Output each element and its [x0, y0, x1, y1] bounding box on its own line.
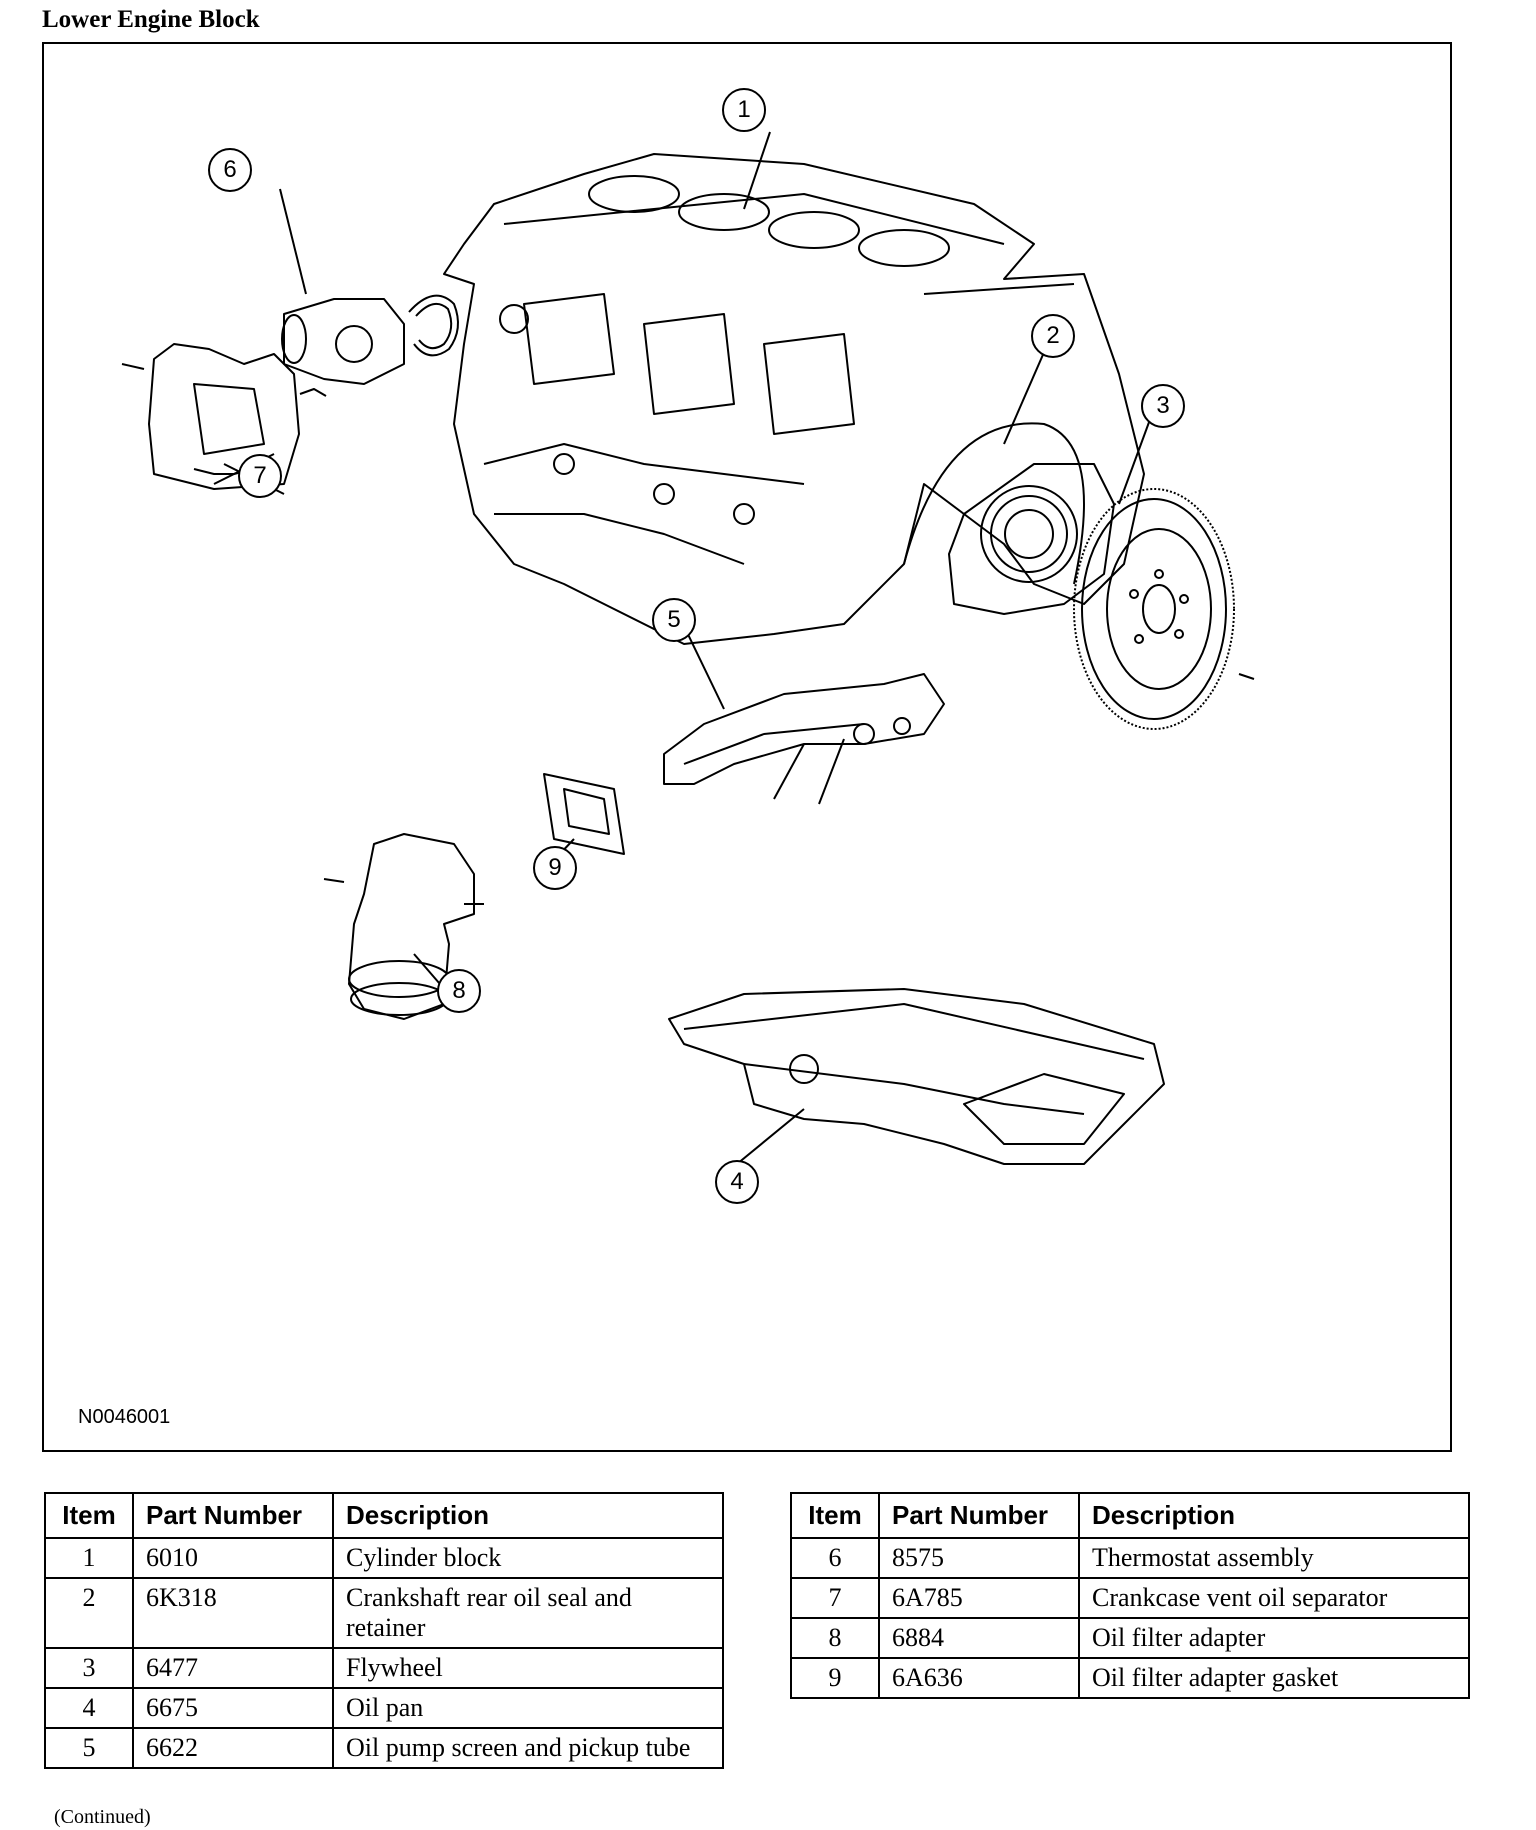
cell-item: 8	[790, 1617, 880, 1659]
table-row: 8 6884 Oil filter adapter	[790, 1617, 1470, 1659]
cell-description: Cylinder block	[332, 1537, 724, 1579]
pickup-tube-drawing	[663, 673, 945, 805]
cell-part-number: 6010	[132, 1537, 334, 1579]
cell-item: 1	[44, 1537, 134, 1579]
table-header-row: Item Part Number Description	[44, 1492, 724, 1539]
cell-item: 3	[44, 1647, 134, 1689]
table-row: 7 6A785 Crankcase vent oil separator	[790, 1577, 1470, 1619]
cell-part-number: 6A636	[878, 1657, 1080, 1699]
cell-part-number: 6K318	[132, 1577, 334, 1649]
callout-7: 7	[238, 454, 282, 498]
cell-description: Crankcase vent oil separator	[1078, 1577, 1470, 1619]
callout-6: 6	[208, 148, 252, 192]
cell-description: Oil filter adapter gasket	[1078, 1657, 1470, 1699]
figure-id: N0046001	[78, 1406, 171, 1428]
table-header-row: Item Part Number Description	[790, 1492, 1470, 1539]
cell-description: Oil pump screen and pickup tube	[332, 1727, 724, 1769]
callout-9: 9	[533, 846, 577, 890]
parts-table-right: Item Part Number Description 6 8575 Ther…	[790, 1492, 1470, 1699]
cell-description: Oil pan	[332, 1687, 724, 1729]
cell-description: Flywheel	[332, 1647, 724, 1689]
header-description: Description	[1078, 1492, 1470, 1539]
cell-part-number: 6884	[878, 1617, 1080, 1659]
cell-item: 6	[790, 1537, 880, 1579]
table-row: 5 6622 Oil pump screen and pickup tube	[44, 1727, 724, 1769]
cell-description: Crankshaft rear oil seal and retainer	[332, 1577, 724, 1649]
table-row: 6 8575 Thermostat assembly	[790, 1537, 1470, 1579]
header-description: Description	[332, 1492, 724, 1539]
table-row: 9 6A636 Oil filter adapter gasket	[790, 1657, 1470, 1699]
cylinder-block-drawing	[443, 153, 1145, 645]
callout-2: 2	[1031, 314, 1075, 358]
parts-table-left: Item Part Number Description 1 6010 Cyli…	[44, 1492, 724, 1769]
header-part-number: Part Number	[878, 1492, 1080, 1539]
cell-part-number: 6477	[132, 1647, 334, 1689]
table-row: 4 6675 Oil pan	[44, 1687, 724, 1729]
callout-1: 1	[722, 88, 766, 132]
engine-block-illustration	[121, 131, 1255, 1165]
callout-8: 8	[437, 969, 481, 1013]
cell-part-number: 6675	[132, 1687, 334, 1729]
header-item: Item	[44, 1492, 134, 1539]
cell-part-number: 8575	[878, 1537, 1080, 1579]
table-row: 1 6010 Cylinder block	[44, 1537, 724, 1579]
continued-note: (Continued)	[54, 1806, 151, 1828]
header-item: Item	[790, 1492, 880, 1539]
cell-description: Thermostat assembly	[1078, 1537, 1470, 1579]
cell-part-number: 6622	[132, 1727, 334, 1769]
cell-item: 9	[790, 1657, 880, 1699]
page-title: Lower Engine Block	[42, 6, 260, 33]
cell-part-number: 6A785	[878, 1577, 1080, 1619]
cell-item: 4	[44, 1687, 134, 1729]
callout-4: 4	[715, 1160, 759, 1204]
oil-pan-drawing	[668, 988, 1165, 1165]
flywheel-drawing	[1073, 488, 1255, 730]
header-part-number: Part Number	[132, 1492, 334, 1539]
exploded-view-figure: 1 2 3 4 5 6 7 8 9 N0046001	[42, 42, 1452, 1452]
callout-5: 5	[652, 598, 696, 642]
cell-item: 2	[44, 1577, 134, 1649]
table-row: 3 6477 Flywheel	[44, 1647, 724, 1689]
cell-item: 7	[790, 1577, 880, 1619]
gasket-drawing	[543, 773, 625, 855]
callout-3: 3	[1141, 384, 1185, 428]
cell-item: 5	[44, 1727, 134, 1769]
thermostat-drawing	[281, 294, 459, 397]
table-row: 2 6K318 Crankshaft rear oil seal and ret…	[44, 1577, 724, 1649]
cell-description: Oil filter adapter	[1078, 1617, 1470, 1659]
